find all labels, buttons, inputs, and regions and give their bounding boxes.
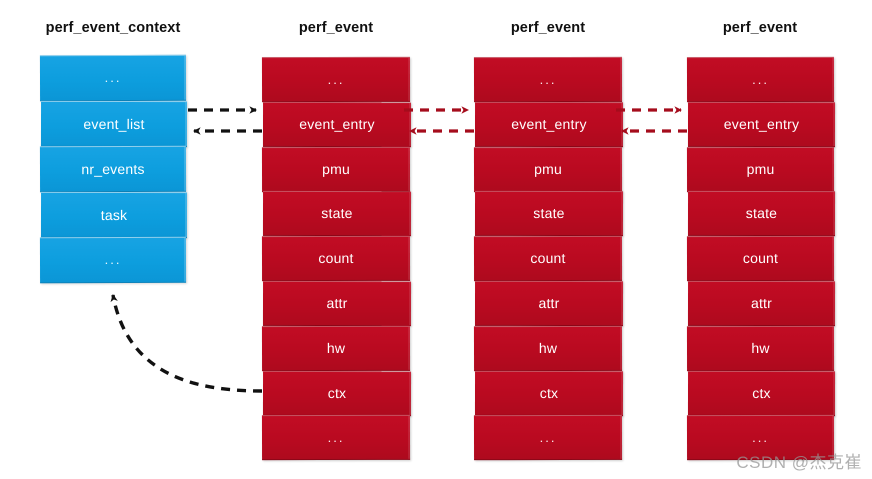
field-perf-event-3-ellipsis-0: ...	[686, 56, 835, 102]
field-label: ...	[539, 430, 557, 446]
field-perf-event-1-ctx: ctx	[262, 370, 412, 416]
field-perf-event-1-ellipsis-8: ...	[261, 415, 411, 461]
field-perf-event-1-count: count	[261, 236, 411, 282]
connector-ev1-ctx-to-context	[110, 294, 263, 393]
field-perf-event-3-attr: attr	[687, 280, 836, 326]
column-title-perf-event-3: perf_event	[722, 20, 798, 36]
field-label: pmu	[322, 160, 350, 178]
field-perf-event-3-state: state	[687, 191, 836, 237]
field-perf-event-1-state: state	[262, 191, 412, 237]
field-label: ctx	[539, 384, 559, 401]
field-perf-event-2-event-entry: event_entry	[474, 101, 624, 147]
field-label: ...	[327, 71, 345, 87]
field-label: count	[530, 250, 566, 267]
field-perf-event-context-ellipsis-0: ...	[39, 54, 187, 101]
field-perf-event-2-ctx: ctx	[474, 370, 624, 416]
field-label: pmu	[534, 160, 562, 178]
field-label: ...	[752, 71, 769, 87]
field-label: count	[742, 250, 779, 267]
field-label: ...	[327, 430, 345, 446]
field-label: ...	[104, 252, 122, 268]
field-label: attr	[750, 295, 773, 312]
field-perf-event-context-nr-events: nr_events	[39, 145, 187, 192]
field-perf-event-3-event-entry: event_entry	[687, 101, 836, 147]
field-perf-event-2-attr: attr	[474, 280, 624, 326]
field-label: event_entry	[511, 116, 587, 133]
field-label: hw	[751, 340, 770, 357]
field-label: state	[745, 205, 778, 222]
field-perf-event-1-event-entry: event_entry	[262, 101, 412, 147]
field-perf-event-context-task: task	[40, 191, 188, 238]
field-perf-event-3-hw: hw	[686, 325, 835, 371]
field-perf-event-2-state: state	[474, 191, 624, 237]
field-label: state	[533, 205, 565, 222]
field-perf-event-3-pmu: pmu	[686, 146, 835, 192]
field-perf-event-3-ctx: ctx	[687, 370, 836, 416]
field-label: event_entry	[299, 116, 375, 133]
field-label: pmu	[746, 160, 775, 178]
column-title-perf-event-context: perf_event_context	[45, 20, 181, 36]
field-label: ...	[104, 70, 122, 86]
field-perf-event-context-event-list: event_list	[40, 100, 188, 147]
column-title-perf-event-1: perf_event	[298, 20, 374, 36]
field-label: count	[318, 250, 354, 267]
field-label: nr_events	[81, 160, 145, 178]
field-label: attr	[538, 295, 560, 312]
field-perf-event-1-hw: hw	[261, 325, 411, 371]
field-label: attr	[326, 295, 348, 312]
column-title-perf-event-2: perf_event	[510, 20, 586, 36]
field-label: ctx	[327, 384, 347, 401]
field-perf-event-context-ellipsis-4: ...	[39, 237, 187, 284]
field-perf-event-1-ellipsis-0: ...	[261, 56, 411, 102]
field-perf-event-2-ellipsis-0: ...	[473, 56, 623, 102]
field-label: ctx	[752, 384, 771, 401]
field-label: hw	[326, 340, 346, 357]
field-label: ...	[539, 71, 557, 87]
field-label: event_entry	[723, 116, 800, 133]
field-label: ...	[752, 430, 769, 446]
field-label: event_list	[83, 115, 145, 132]
field-perf-event-3-count: count	[686, 236, 835, 282]
field-perf-event-2-ellipsis-8: ...	[473, 415, 623, 461]
field-perf-event-2-pmu: pmu	[473, 146, 623, 192]
field-perf-event-1-attr: attr	[262, 280, 412, 326]
field-label: state	[321, 205, 353, 222]
csdn-watermark: CSDN @杰克崔	[736, 453, 862, 472]
field-perf-event-2-count: count	[473, 236, 623, 282]
field-label: hw	[538, 340, 558, 357]
field-perf-event-1-pmu: pmu	[261, 146, 411, 192]
field-perf-event-2-hw: hw	[473, 325, 623, 371]
field-label: task	[100, 206, 128, 223]
